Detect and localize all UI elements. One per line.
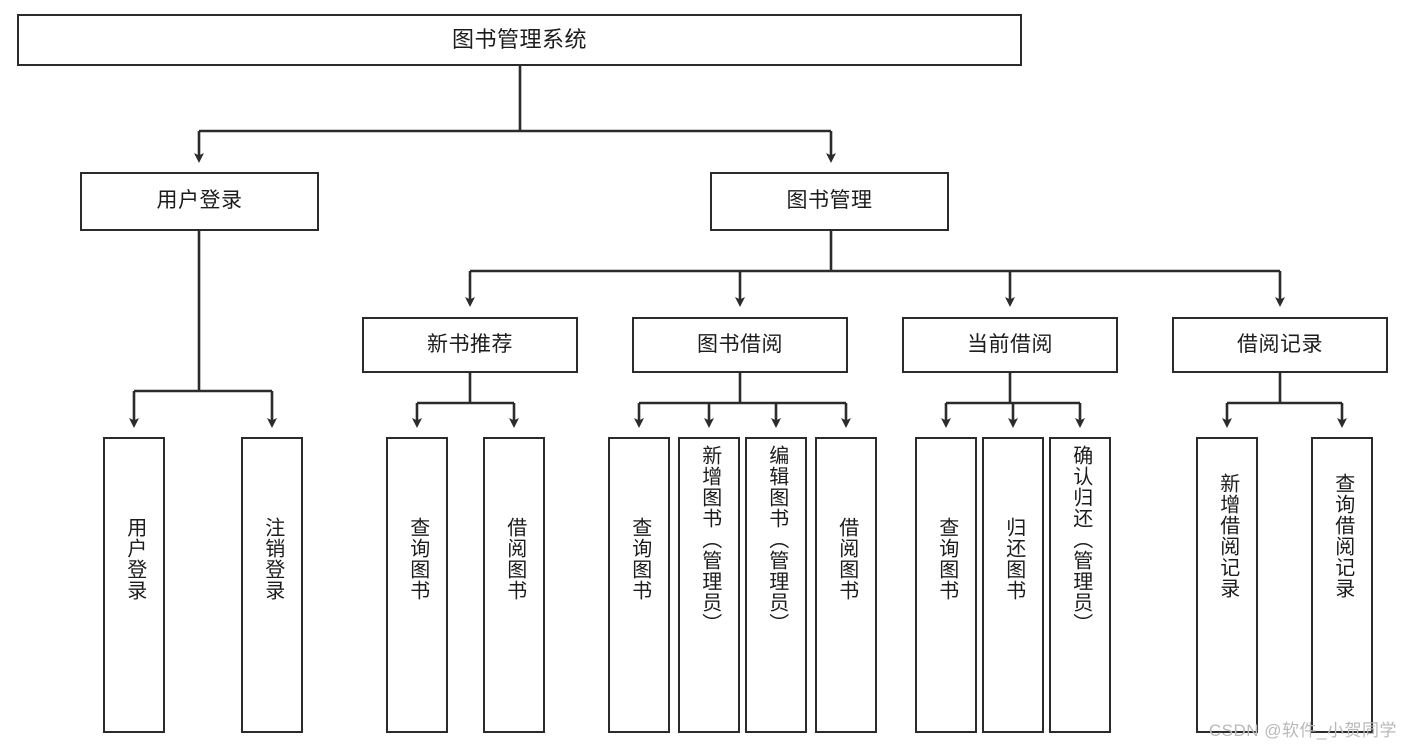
leaf-new-book-borrow[interactable]: 借阅图书 [483,437,545,733]
leaf-current-borrow-confirm-label: 确认归还（管理员） [1069,445,1092,634]
leaf-user-login-logout-label: 注销登录 [261,517,284,601]
leaf-borrow-record-query[interactable]: 查询借阅记录 [1311,437,1373,733]
leaf-book-borrow-query-label: 查询图书 [628,517,651,601]
leaf-book-borrow-add[interactable]: 新增图书（管理员） [678,437,740,733]
leaf-current-borrow-query-label: 查询图书 [935,517,958,601]
leaf-current-borrow-return[interactable]: 归还图书 [982,437,1044,733]
leaf-new-book-query[interactable]: 查询图书 [386,437,448,733]
node-borrow-record-label: 借阅记录 [1237,332,1323,356]
node-current-borrow-label: 当前借阅 [967,332,1053,356]
leaf-book-borrow-edit[interactable]: 编辑图书（管理员） [745,437,807,733]
node-new-book-recommend-label: 新书推荐 [427,332,513,356]
leaf-user-login-login-label: 用户登录 [123,517,146,601]
node-book-management-label: 图书管理 [786,189,873,213]
leaf-new-book-borrow-label: 借阅图书 [503,517,526,601]
leaf-current-borrow-query[interactable]: 查询图书 [915,437,977,733]
leaf-borrow-record-add-label: 新增借阅记录 [1216,473,1239,599]
leaf-book-borrow-edit-label: 编辑图书（管理员） [765,445,788,634]
node-book-borrow[interactable]: 图书借阅 [632,317,848,373]
leaf-user-login-login[interactable]: 用户登录 [103,437,165,733]
leaf-book-borrow-query[interactable]: 查询图书 [608,437,670,733]
leaf-user-login-logout[interactable]: 注销登录 [241,437,303,733]
watermark-credit: CSDN @软件_小贺同学 [1208,721,1397,740]
leaf-borrow-record-query-label: 查询借阅记录 [1331,473,1354,599]
node-current-borrow[interactable]: 当前借阅 [902,317,1118,373]
leaf-book-borrow-borrow-label: 借阅图书 [835,517,858,601]
node-user-login-label: 用户登录 [156,189,243,213]
node-book-management[interactable]: 图书管理 [710,172,949,231]
node-user-login[interactable]: 用户登录 [80,172,319,231]
leaf-borrow-record-add[interactable]: 新增借阅记录 [1196,437,1258,733]
leaf-new-book-query-label: 查询图书 [406,517,429,601]
node-root-system[interactable]: 图书管理系统 [17,14,1022,66]
leaf-book-borrow-add-label: 新增图书（管理员） [698,445,721,634]
node-book-borrow-label: 图书借阅 [697,332,783,356]
leaf-current-borrow-confirm[interactable]: 确认归还（管理员） [1049,437,1111,733]
leaf-current-borrow-return-label: 归还图书 [1002,517,1025,601]
node-root-system-label: 图书管理系统 [451,27,587,53]
node-new-book-recommend[interactable]: 新书推荐 [362,317,578,373]
node-borrow-record[interactable]: 借阅记录 [1172,317,1388,373]
leaf-book-borrow-borrow[interactable]: 借阅图书 [815,437,877,733]
